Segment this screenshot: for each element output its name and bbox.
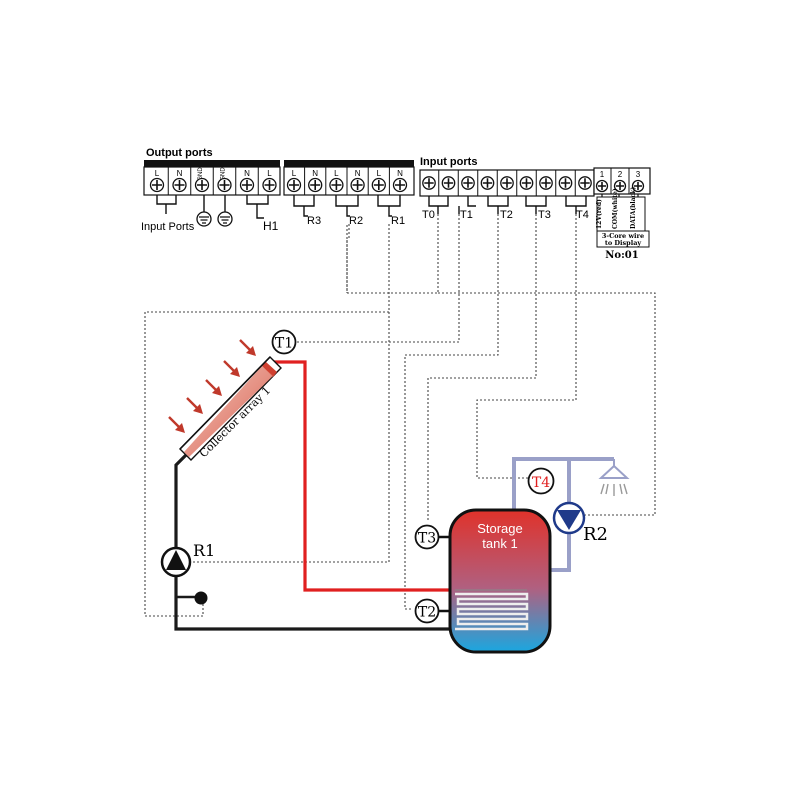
- terminal-label: L: [377, 169, 382, 178]
- terminal-label: 2: [618, 170, 623, 179]
- terminal-screw-icon: [558, 176, 573, 190]
- terminal-label: 1: [600, 170, 605, 179]
- terminal-label: 3: [636, 170, 641, 179]
- pump-r1-label: R1: [193, 541, 215, 560]
- svg-text:T4: T4: [532, 475, 550, 491]
- sun-ray-arrow-icon: [168, 416, 185, 433]
- sensor-t1: T1: [271, 329, 297, 355]
- terminal-screw-icon: [149, 177, 165, 193]
- terminal-screw-icon: [500, 176, 514, 190]
- tank-label-line2: tank 1: [482, 536, 517, 551]
- pump-r2-icon: [552, 501, 586, 535]
- ground-icon: [217, 211, 233, 227]
- terminal-screw-icon: [217, 177, 232, 193]
- wire-label-data: DATA(black): [630, 187, 637, 229]
- pump-r2-label: R2: [583, 524, 608, 545]
- display-number: No:01: [605, 250, 638, 261]
- input-wiring: [428, 196, 587, 214]
- terminal-screw-icon: [172, 177, 187, 193]
- collector-panel: [179, 356, 282, 461]
- terminal-label: L: [155, 169, 160, 178]
- h1-label: H1: [263, 219, 279, 233]
- terminal-screw-icon: [519, 176, 534, 190]
- input-ports-label: Input Ports: [141, 221, 195, 233]
- terminal-screw-icon: [371, 177, 386, 193]
- sun-ray-arrow-icon: [205, 379, 222, 396]
- terminal-screw-icon: [350, 177, 365, 193]
- input-terminal-block: [419, 169, 595, 197]
- pump-r1-icon: [160, 546, 192, 578]
- terminal-screw-icon: [461, 176, 475, 190]
- terminal-label: L: [267, 169, 272, 178]
- display-terminal-block: 1 2 3 12V(red) COM(white) DATA(black) 3-Co…: [593, 167, 651, 261]
- output-ports-title: Output ports: [146, 147, 213, 159]
- drain-valve-icon: [194, 591, 208, 605]
- terminal-screw-icon: [392, 177, 408, 193]
- terminal-screw-icon: [595, 179, 609, 193]
- output-terminal-block-1: L N GND GND N L: [143, 160, 281, 196]
- terminal-screw-icon: [539, 176, 553, 190]
- terminal-label: N: [397, 169, 403, 178]
- hot-pipe: [270, 360, 450, 592]
- svg-text:T1: T1: [275, 336, 293, 352]
- sun-arrows: [168, 339, 256, 433]
- terminal-label: N: [244, 169, 250, 178]
- sensor-label-t4: T4: [576, 209, 589, 221]
- sensor-t4: T4: [527, 467, 555, 495]
- relay-label-r3: R3: [307, 215, 321, 227]
- terminal-screw-icon: [441, 176, 456, 190]
- wire-label-12v: 12V(red): [596, 199, 603, 229]
- sensor-label-t2: T2: [500, 209, 513, 221]
- shower-head-icon: [598, 459, 630, 496]
- display-note-line2: to Display: [605, 239, 642, 247]
- terminal-screw-icon: [286, 177, 302, 193]
- sensor-label-t0: T0: [422, 209, 435, 221]
- relay-label-r1: R1: [391, 215, 405, 227]
- sun-ray-arrow-icon: [186, 397, 203, 414]
- terminal-screw-icon: [308, 177, 323, 193]
- terminal-label: GND: [221, 167, 227, 181]
- terminal-label: N: [355, 169, 361, 178]
- terminal-label: N: [312, 169, 318, 178]
- terminal-label: L: [292, 169, 297, 178]
- tank-label-line1: Storage: [477, 521, 523, 536]
- sun-ray-arrow-icon: [239, 339, 256, 356]
- sensor-label-t3: T3: [538, 209, 551, 221]
- terminal-screw-icon: [329, 177, 344, 193]
- terminal-label: L: [334, 169, 339, 178]
- sensor-label-t1: T1: [460, 209, 473, 221]
- terminal-screw-icon: [422, 176, 436, 190]
- terminal-screw-icon: [613, 179, 627, 193]
- ground-icon: [196, 211, 212, 227]
- sun-ray-arrow-icon: [223, 360, 240, 377]
- terminal-screw-icon: [631, 179, 645, 193]
- svg-text:T3: T3: [418, 531, 436, 547]
- sensor-wires: [144, 214, 656, 617]
- sensor-t2: T2: [414, 598, 440, 624]
- terminal-screw-icon: [578, 176, 592, 190]
- svg-text:T2: T2: [418, 605, 436, 621]
- terminal-screw-icon: [194, 177, 210, 193]
- terminal-screw-icon: [239, 177, 255, 193]
- input-ports-title: Input ports: [420, 156, 477, 168]
- storage-tank: [448, 508, 552, 654]
- terminal-screw-icon: [480, 176, 495, 190]
- relay-label-r2: R2: [349, 215, 363, 227]
- sensor-t3: T3: [414, 524, 440, 550]
- terminal-label: GND: [198, 167, 204, 181]
- cold-pipe: [174, 443, 450, 631]
- display-note-line1: 3-Core wire: [602, 232, 644, 240]
- wire-label-com: COM(white): [612, 188, 619, 229]
- output-wiring: [156, 195, 401, 219]
- terminal-label: N: [177, 169, 183, 178]
- terminal-screw-icon: [262, 177, 277, 193]
